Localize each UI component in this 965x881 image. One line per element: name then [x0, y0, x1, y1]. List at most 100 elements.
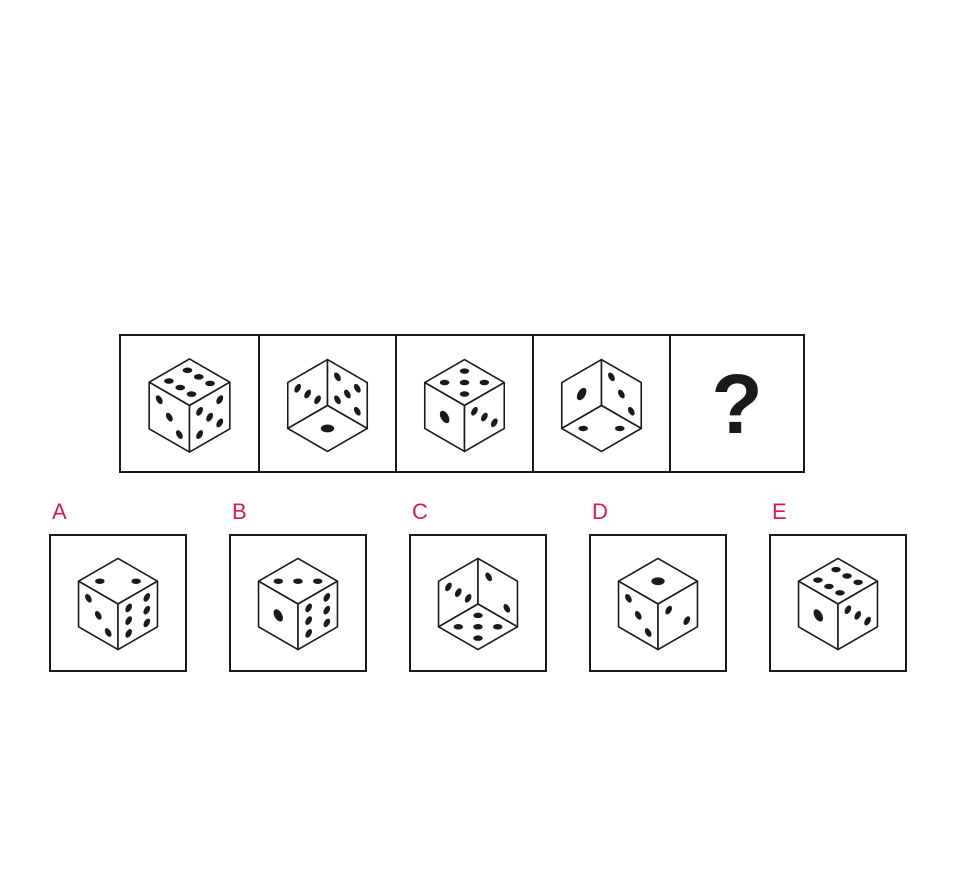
left-pip	[625, 593, 632, 603]
left-pip	[454, 588, 462, 597]
right-pip	[216, 418, 224, 428]
top-pip	[439, 379, 450, 386]
right-pip	[844, 605, 852, 615]
die-figure-4	[560, 358, 643, 453]
floor-pip	[473, 624, 483, 630]
top-pip	[853, 579, 863, 586]
floor-pip	[473, 635, 483, 641]
right-pip	[323, 605, 331, 615]
top-pip	[312, 578, 323, 584]
option-e[interactable]	[769, 534, 907, 672]
floor-pip	[615, 425, 625, 432]
top-pip	[459, 368, 470, 374]
top-pip	[842, 573, 852, 579]
left-pip	[813, 609, 824, 622]
option-label-e: E	[772, 499, 787, 524]
right-pip	[305, 616, 313, 625]
top-pip	[186, 391, 197, 397]
option-label-c: C	[412, 499, 428, 524]
right-pip	[854, 611, 862, 620]
die-figure-option-a	[77, 557, 159, 651]
right-pip	[323, 618, 331, 628]
right-pip	[143, 593, 151, 602]
top-pip	[193, 374, 204, 380]
right-pip	[305, 629, 313, 638]
right-pip	[485, 572, 493, 582]
top-pip	[273, 578, 284, 584]
die-figure-3	[423, 358, 506, 453]
right-pip	[216, 395, 224, 405]
top-pip	[293, 578, 303, 584]
die-figure-1	[148, 358, 231, 453]
right-pip	[334, 372, 341, 382]
left-pip	[94, 611, 102, 620]
option-label-b: B	[232, 499, 247, 524]
left-pip	[439, 410, 450, 424]
right-pip	[608, 372, 615, 382]
right-pip	[323, 593, 331, 602]
right-pip	[196, 406, 204, 416]
right-pip	[334, 395, 341, 405]
sequence-cell-3	[395, 336, 532, 471]
option-b[interactable]	[229, 534, 367, 672]
top-pip	[205, 380, 215, 387]
top-pip	[459, 379, 470, 386]
left-pip	[294, 383, 302, 393]
right-pip	[305, 603, 313, 613]
option-label-a: A	[52, 499, 67, 524]
top-pip	[479, 379, 490, 386]
left-pip	[644, 628, 652, 637]
right-pip	[480, 412, 488, 422]
top-pip	[131, 578, 141, 584]
top-pip	[182, 367, 193, 374]
top-pip	[95, 578, 105, 584]
top-pip	[459, 391, 470, 397]
floor-pip	[492, 624, 503, 630]
right-pip	[503, 603, 511, 613]
top-pip	[824, 583, 834, 590]
left-pip	[576, 387, 587, 401]
die-figure-2	[286, 358, 369, 453]
left-pip	[314, 395, 321, 405]
right-pip	[617, 389, 625, 399]
right-face	[657, 580, 699, 651]
top-pip	[813, 577, 823, 583]
left-pip	[304, 389, 312, 399]
top-pip	[651, 577, 665, 586]
floor-face	[560, 404, 643, 453]
right-pip	[471, 406, 478, 416]
left-pip	[85, 593, 92, 603]
right-pip	[864, 616, 871, 626]
left-pip	[165, 412, 173, 422]
sequence-cell-1	[121, 336, 258, 471]
floor-pip	[473, 612, 483, 619]
right-pip	[125, 603, 133, 613]
right-pip	[683, 616, 691, 625]
die-figure-option-d	[617, 557, 699, 651]
top-pip	[835, 590, 845, 596]
left-pip	[104, 628, 112, 637]
right-pip	[353, 406, 361, 416]
sequence-row: ?	[119, 334, 805, 473]
right-pip	[196, 430, 204, 440]
left-pip	[155, 395, 163, 405]
option-a[interactable]	[49, 534, 187, 672]
floor-pip	[320, 424, 335, 433]
right-pip	[125, 616, 133, 625]
sequence-cell-5: ?	[669, 336, 803, 471]
option-c[interactable]	[409, 534, 547, 672]
right-pip	[490, 418, 498, 428]
right-pip	[206, 412, 214, 422]
top-pip	[164, 378, 174, 384]
right-pip	[353, 383, 361, 393]
right-pip	[143, 605, 151, 615]
die-figure-option-c	[437, 557, 519, 651]
sequence-cell-2	[258, 336, 395, 471]
right-pip	[343, 389, 351, 399]
right-pip	[143, 618, 151, 628]
die-figure-option-e	[797, 557, 879, 651]
top-pip	[831, 566, 841, 573]
top-pip	[175, 384, 186, 391]
left-pip	[175, 430, 183, 440]
option-d[interactable]	[589, 534, 727, 672]
